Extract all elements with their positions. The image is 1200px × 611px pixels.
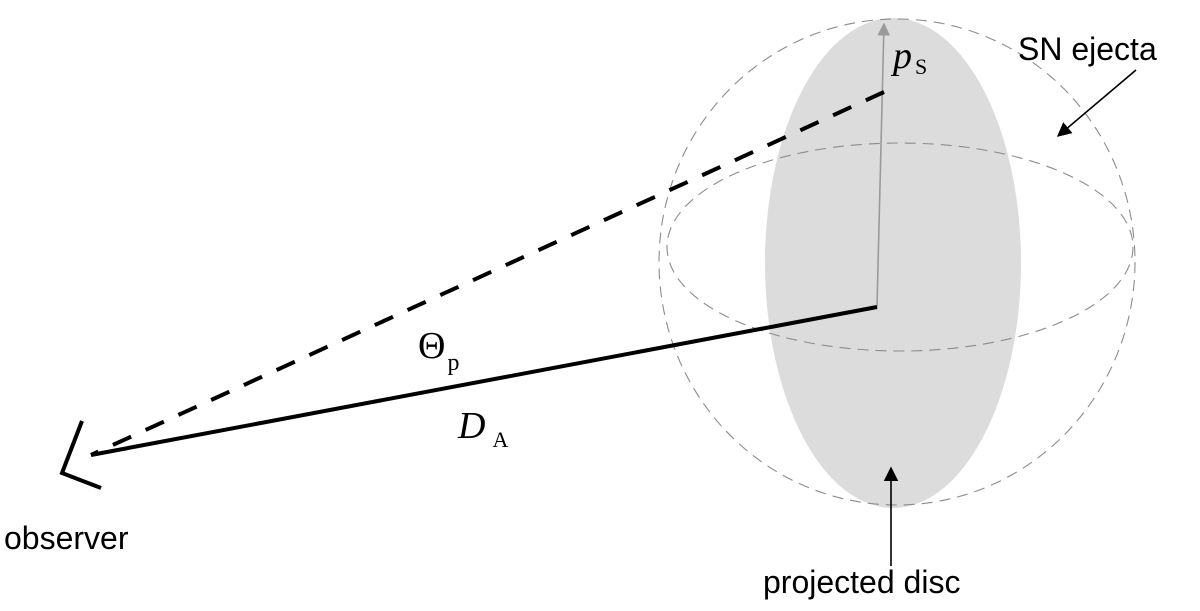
theta-label: Θp xyxy=(418,325,459,376)
projected-disc xyxy=(765,18,1021,508)
radius-symbol: p xyxy=(890,35,912,77)
radius-subscript: S xyxy=(915,54,927,79)
observer-label: observer xyxy=(4,520,129,556)
theta-symbol: Θ xyxy=(418,325,445,367)
distance-subscript: A xyxy=(492,427,508,452)
sn-ejecta-equator xyxy=(666,142,1134,352)
sn-ejecta-outline xyxy=(658,18,1136,506)
distance-line xyxy=(90,305,878,457)
distance-symbol: D xyxy=(457,405,485,447)
sn-ejecta-pointer-arrow xyxy=(1056,69,1137,137)
observer-icon xyxy=(59,420,102,490)
projected-disc-label: projected disc xyxy=(763,564,960,600)
sn-ejecta-label: SN ejecta xyxy=(1018,31,1157,67)
line-of-sight-dashed xyxy=(90,90,885,457)
radius-arrow xyxy=(876,22,891,308)
theta-subscript: p xyxy=(447,350,459,376)
